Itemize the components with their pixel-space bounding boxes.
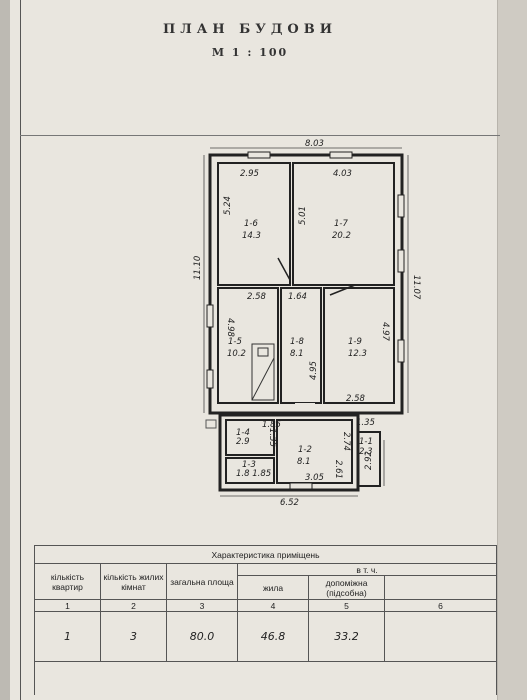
value-total-area: 80.0 [166, 611, 238, 662]
room-area-1-8: 8.1 [290, 349, 304, 359]
dim-porch: 2.92 [364, 451, 374, 470]
room-1-3 [225, 457, 275, 484]
dim-r14-2: 1.35 [267, 428, 277, 447]
dim-r17-width: 4.03 [333, 169, 352, 179]
room-area-1-6: 14.3 [242, 231, 261, 241]
header-divider [20, 135, 500, 136]
frame-line [20, 0, 21, 700]
dim-r18-height: 4.95 [309, 361, 319, 380]
col-aux-area: допоміжна (підсобна) [308, 575, 385, 600]
room-label-1-5: 1-5 [228, 337, 242, 347]
value-apartments: 1 [34, 611, 101, 662]
col-living-rooms: кількість жилих кімнат [100, 563, 167, 600]
col-num-3: 3 [166, 599, 238, 612]
room-area-1-1: 2.3 [359, 447, 373, 457]
dim-r19-width: 2.58 [346, 394, 366, 404]
value-living-area: 46.8 [237, 611, 309, 662]
col-total-area: загальна площа [166, 563, 238, 600]
room-label-1-4: 1-4 [236, 428, 250, 438]
room-label-1-2: 1-2 [298, 445, 312, 455]
dim-r12: 2.74 [341, 432, 351, 451]
room-area-1-5: 10.2 [227, 349, 246, 359]
table-blank-space [34, 661, 497, 695]
room-1-9 [323, 287, 395, 404]
room-1-6 [217, 162, 291, 286]
dim-r14: 1.85 [262, 420, 281, 430]
col-num-4: 4 [237, 599, 309, 612]
room-label-1-7: 1-7 [334, 219, 348, 229]
dim-r13: 1.8 1.85 [236, 469, 271, 479]
col-including: в т. ч. [237, 563, 497, 576]
col-extra [384, 575, 497, 600]
plan-title: ПЛАН БУДОВИ [163, 22, 337, 37]
col-living-area: жила [237, 575, 309, 600]
room-area-1-9: 12.3 [348, 349, 367, 359]
window [329, 151, 353, 159]
dim-r15-height: 4.98 [225, 318, 235, 338]
room-area-1-7: 20.2 [332, 231, 351, 241]
dim-r12-width: 3.05 [305, 473, 324, 483]
col-apartments: кількість квартир [34, 563, 101, 600]
dim-r16-width: 2.95 [240, 169, 259, 179]
room-label-1-3: 1-3 [242, 460, 256, 470]
dim-r18-width: 1.64 [288, 292, 307, 302]
value-living-rooms: 3 [100, 611, 167, 662]
room-label-1-9: 1-9 [348, 337, 362, 347]
room-area-1-2: 8.1 [297, 457, 311, 467]
dim-top-total: 8.03 [305, 139, 324, 149]
dim-r17-height: 5.01 [298, 206, 308, 225]
col-num-1: 1 [34, 599, 101, 612]
table-caption: Характеристика приміщень [34, 545, 497, 564]
dim-r16-height: 5.24 [223, 196, 233, 215]
dim-right-total: 11.07 [411, 275, 421, 300]
porch-wall [357, 431, 381, 487]
dim-r15-width: 2.58 [247, 292, 267, 302]
room-1-4 [225, 419, 275, 456]
room-1-5 [217, 287, 279, 404]
window [397, 339, 405, 363]
stove [251, 343, 275, 401]
dim-r11: 1.35 [356, 418, 375, 428]
window [206, 369, 214, 389]
value-aux-area: 33.2 [308, 611, 385, 662]
dim-r19-height: 4.97 [380, 322, 390, 342]
room-label-1-6: 1-6 [244, 219, 258, 229]
col-num-5: 5 [308, 599, 385, 612]
window [247, 151, 271, 159]
rooms-characteristics-table: Характеристика приміщень кількість кварт… [34, 545, 497, 695]
next-page-edge [497, 0, 527, 700]
window [397, 194, 405, 218]
dim-left-total: 11.10 [193, 256, 203, 280]
plan-scale: М 1 : 100 [211, 46, 289, 59]
room-1-7 [292, 162, 395, 286]
window [289, 482, 313, 490]
col-num-2: 2 [100, 599, 167, 612]
value-extra [384, 611, 497, 662]
room-area-1-4: 2.9 [236, 437, 250, 447]
room-label-1-8: 1-8 [290, 337, 304, 347]
dim-bottom-total: 6.52 [280, 498, 299, 508]
col-num-6: 6 [384, 599, 497, 612]
room-1-2 [276, 419, 353, 484]
binding-edge [0, 0, 12, 700]
dim-r12-2: 2.61 [333, 460, 343, 479]
window [206, 304, 214, 328]
room-label-1-1: 1-1 [359, 437, 373, 447]
window [397, 249, 405, 273]
outer-wall-main [208, 153, 404, 415]
